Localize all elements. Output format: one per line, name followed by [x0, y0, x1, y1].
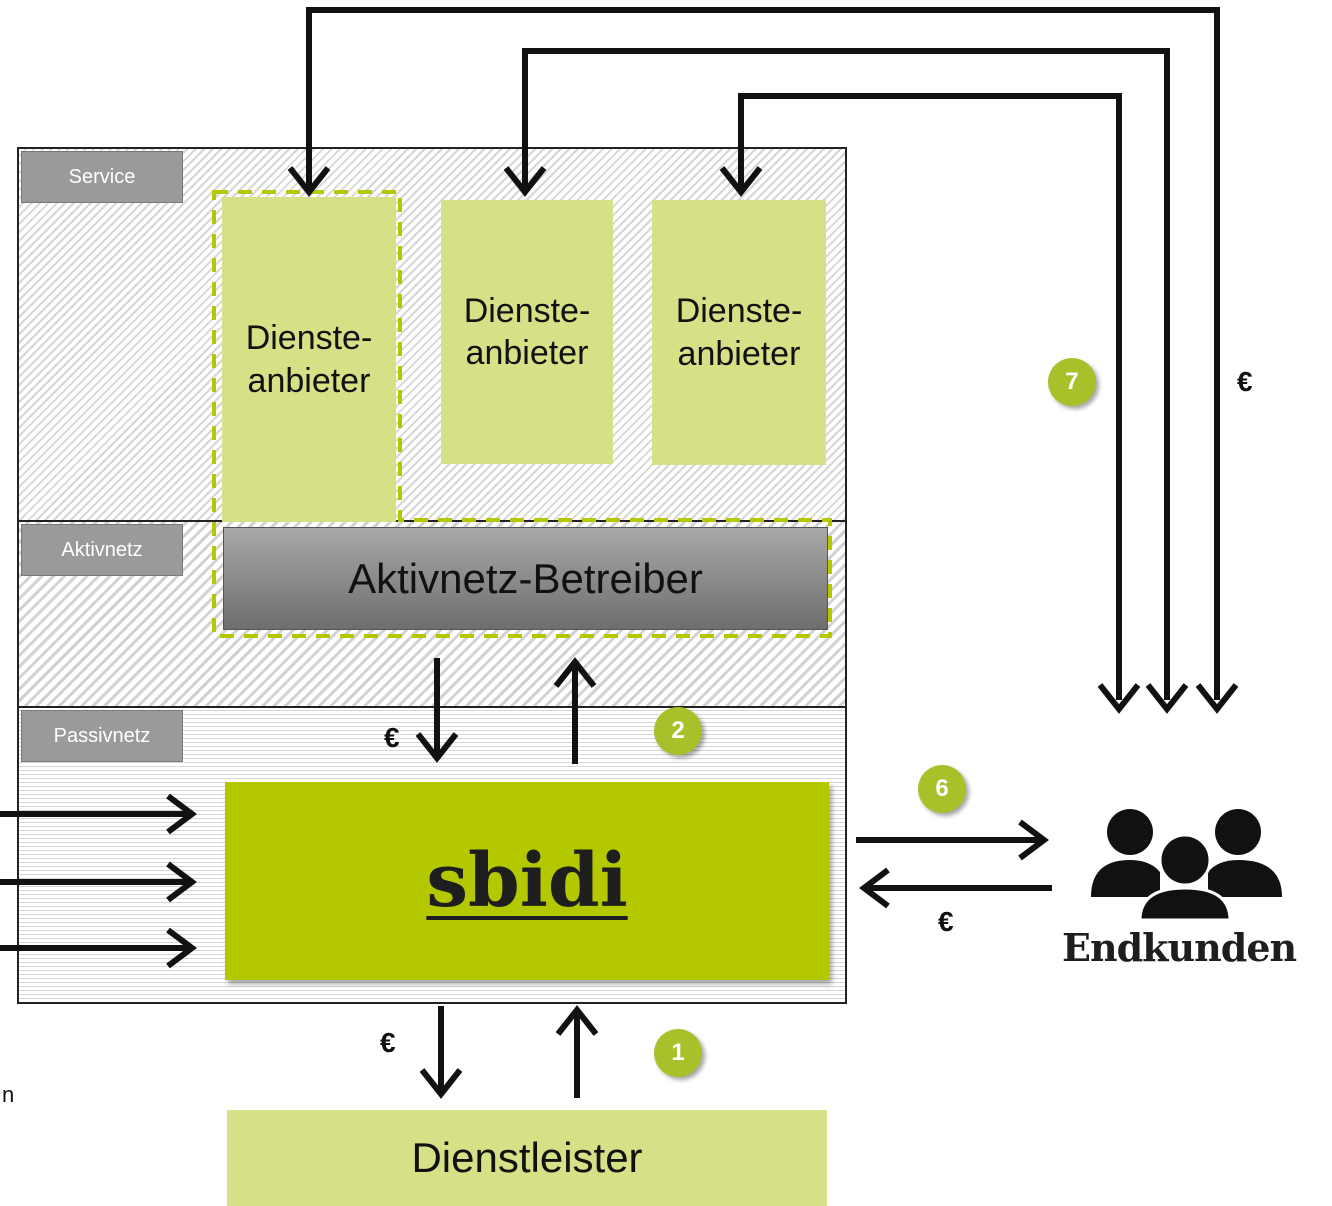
endkunden-label: Endkunden: [1062, 925, 1297, 970]
euro-label-dienst: €: [380, 1027, 396, 1058]
arrowhead-loop-2: [503, 166, 547, 197]
aktivnetz-betreiber-label: Aktivnetz-Betreiber: [348, 554, 703, 602]
cut-off-text-fragment: n: [2, 1082, 15, 1107]
diensteanbieter-label-2: Dienste- anbieter: [463, 291, 591, 373]
step-badge-2: 2: [654, 707, 702, 755]
diensteanbieter-box-1: Dienste- anbieter: [222, 197, 396, 522]
diensteanbieter-label-1: Dienste- anbieter: [245, 319, 373, 400]
dienstleister-label: Dienstleister: [411, 1133, 643, 1181]
connector-loop-3: [738, 93, 1122, 700]
arrowhead-loop-3: [719, 166, 763, 197]
passivnetz-layer-tag: Passivnetz: [21, 710, 183, 762]
arrowhead-endkunden-2: [1145, 683, 1189, 714]
diensteanbieter-box-3: Dienste- anbieter: [652, 200, 826, 465]
service-layer-tag: Service: [21, 151, 183, 203]
diensteanbieter-label-3: Dienste- anbieter: [675, 292, 803, 373]
connector-loop-1: [306, 7, 1220, 700]
step-badge-6: 6: [918, 765, 966, 813]
people-group-icon: [1091, 809, 1282, 922]
group-outline: [212, 190, 832, 638]
arrowhead-endkunden-3: [1195, 683, 1239, 714]
dienstleister-box: Dienstleister: [227, 1110, 827, 1206]
step-badge-1: 1: [654, 1029, 702, 1077]
diensteanbieter-box-2: Dienste- anbieter: [441, 200, 613, 464]
euro-label-endkunden: €: [938, 906, 954, 937]
arrowhead-loop-1: [287, 166, 331, 197]
step-badge-7: 7: [1048, 358, 1096, 406]
aktivnetz-betreiber-box: Aktivnetz-Betreiber: [223, 527, 828, 630]
arrowhead-endkunden-1: [1097, 683, 1141, 714]
sbidi-logo: sbidi: [426, 838, 628, 924]
euro-label-right: €: [1237, 366, 1253, 397]
sbidi-box: sbidi: [225, 782, 829, 980]
euro-label-aktiv: €: [384, 722, 400, 753]
aktivnetz-layer-tag: Aktivnetz: [21, 524, 183, 576]
connector-loop-2: [522, 48, 1170, 700]
